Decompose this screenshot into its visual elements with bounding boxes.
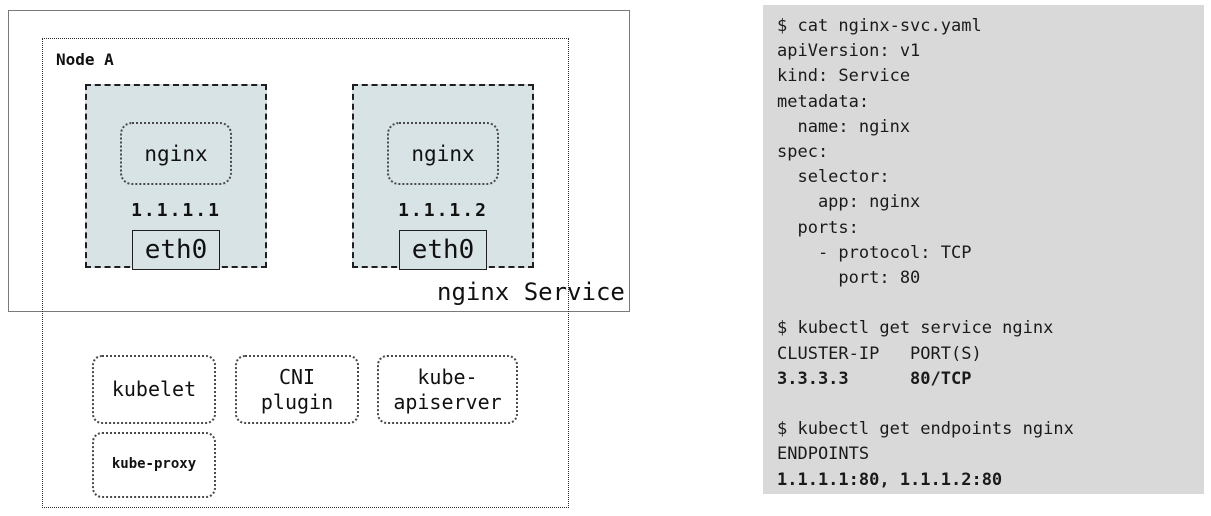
terminal-line (777, 392, 1196, 417)
pod-2-ip: 1.1.1.2 (398, 200, 488, 221)
component-kube-apiserver: kube- apiserver (377, 355, 518, 424)
terminal-line: kind: Service (777, 66, 911, 87)
pod-1: nginx 1.1.1.1 eth0 (85, 84, 267, 270)
pod-2-eth0-interface: eth0 (399, 230, 487, 270)
terminal-line: ports: (777, 217, 859, 238)
terminal-line: ENDPOINTS (777, 444, 870, 465)
terminal-line: app: nginx (777, 192, 921, 213)
terminal-line: $ kubectl get service nginx (777, 318, 1054, 339)
node-a-box (42, 38, 569, 508)
terminal-output-pane: $ cat nginx-svc.yaml apiVersion: v1 kind… (763, 5, 1204, 494)
component-kubelet: kubelet (92, 355, 216, 424)
terminal-line: $ kubectl get endpoints nginx (777, 419, 1074, 440)
terminal-line: apiVersion: v1 (777, 41, 921, 62)
nginx-service-box (8, 10, 630, 312)
terminal-line: $ cat nginx-svc.yaml (777, 16, 982, 36)
pod-1-eth0-interface: eth0 (132, 230, 220, 270)
pod-1-ip: 1.1.1.1 (131, 200, 221, 221)
terminal-line: 1.1.1.1:80, 1.1.1.2:80 (777, 469, 1003, 490)
nginx-service-label: nginx Service (437, 278, 625, 306)
terminal-line: spec: (777, 142, 829, 163)
terminal-line: - protocol: TCP (777, 242, 972, 263)
terminal-line: CLUSTER-IP PORT(S) (777, 343, 982, 364)
terminal-line: 3.3.3.3 80/TCP (777, 368, 972, 389)
terminal-line: name: nginx (777, 116, 911, 137)
pod-2: nginx 1.1.1.2 eth0 (352, 84, 534, 270)
pod-2-nginx-container: nginx (387, 122, 499, 185)
terminal-line: port: 80 (777, 268, 921, 289)
terminal-line: metadata: (777, 91, 870, 112)
component-cni-plugin: CNI plugin (235, 355, 359, 424)
terminal-line (777, 291, 1196, 316)
component-kube-proxy: kube-proxy (92, 432, 216, 498)
node-a-label: Node A (56, 50, 114, 69)
terminal-line: selector: (777, 167, 890, 188)
pod-1-nginx-container: nginx (120, 122, 232, 185)
